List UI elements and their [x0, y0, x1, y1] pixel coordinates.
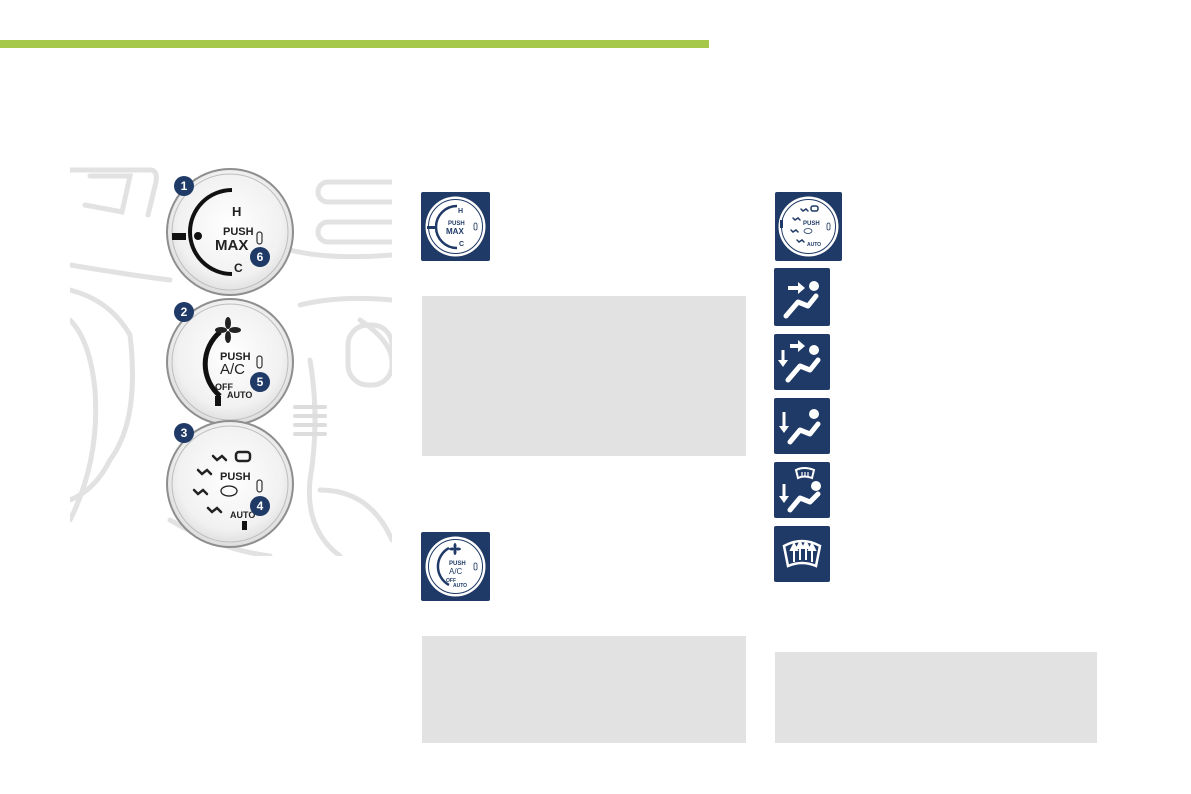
svg-text:AUTO: AUTO: [807, 242, 821, 248]
svg-text:PUSH: PUSH: [449, 561, 466, 567]
dial3-push-label: PUSH: [220, 471, 251, 483]
svg-text:A/C: A/C: [449, 567, 463, 576]
svg-text:PUSH: PUSH: [803, 221, 820, 227]
callout-4: 4: [257, 499, 264, 513]
face-vent-icon: [774, 268, 830, 326]
temperature-dial-icon: H PUSH MAX C: [421, 192, 490, 261]
dial1-push-label: PUSH: [223, 226, 254, 238]
svg-text:PUSH: PUSH: [448, 221, 465, 227]
note-panel-distribution: [775, 652, 1097, 743]
callout-1: 1: [181, 179, 188, 193]
callout-5: 5: [257, 375, 264, 389]
callout-2: 2: [181, 305, 188, 319]
dial2-push-label: PUSH: [220, 351, 251, 363]
dial2-off-label: OFF: [215, 382, 233, 392]
face-and-feet-icon: [774, 334, 830, 390]
fan-dial-icon: PUSH A/C OFF AUTO: [421, 532, 490, 601]
callout-6: 6: [257, 250, 264, 264]
windscreen-demist-icon: [774, 526, 830, 582]
section-accent-bar: [0, 40, 709, 48]
svg-text:OFF: OFF: [446, 578, 456, 584]
svg-text:AUTO: AUTO: [453, 583, 467, 589]
dial2-auto-label: AUTO: [227, 390, 252, 400]
fan-speed-dial-illustration: PUSH A/C OFF AUTO: [166, 298, 294, 426]
note-panel-temperature: [422, 296, 746, 456]
fan-icon: [215, 317, 241, 343]
dial2-ac-label: A/C: [220, 361, 245, 378]
feet-and-windscreen-icon: [774, 462, 830, 518]
distribution-dial-icon: PUSH AUTO: [775, 192, 842, 261]
dial1-max-label: MAX: [215, 237, 248, 254]
callout-3: 3: [181, 426, 188, 440]
svg-text:H: H: [458, 208, 463, 215]
svg-text:C: C: [459, 241, 464, 248]
note-panel-fan: [422, 636, 746, 743]
dial3-auto-label: AUTO: [230, 510, 255, 520]
dial1-cold-label: C: [234, 261, 243, 275]
dial1-hot-label: H: [232, 204, 241, 219]
climate-control-illustration: PUSH MAX H C PUSH A/C OFF AUTO: [70, 160, 392, 556]
feet-vent-icon: [774, 398, 830, 454]
svg-text:MAX: MAX: [446, 227, 464, 236]
